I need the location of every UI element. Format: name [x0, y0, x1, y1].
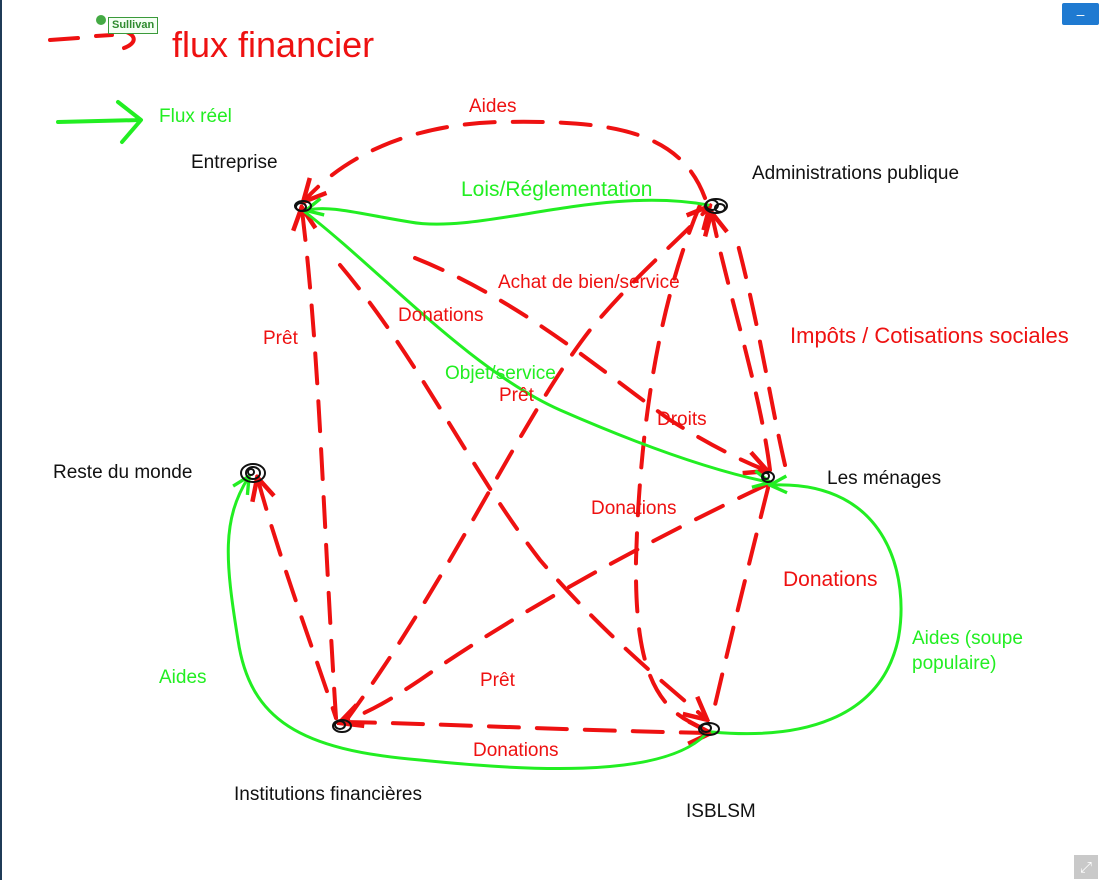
- annotation-author-dot: [96, 15, 106, 25]
- label-donations-2: Donations: [591, 498, 677, 519]
- flow-pret-bottom: [342, 483, 768, 722]
- legend-real-label: Flux réel: [159, 106, 232, 127]
- flow-aides-soupe: [710, 485, 903, 736]
- node-entreprise-dot: [294, 200, 312, 212]
- flow-pret-reste-institutions: [258, 480, 338, 720]
- node-institutions-dot: [332, 719, 352, 733]
- label-droits: Droits: [657, 409, 707, 430]
- node-reste-du-monde-label: Reste du monde: [53, 462, 192, 483]
- label-lois: Lois/Réglementation: [461, 178, 652, 201]
- label-donations-1: Donations: [398, 305, 484, 326]
- flow-impots-menages: [712, 215, 772, 472]
- flow-pret-left: [302, 210, 338, 720]
- label-donations-bottom: Donations: [473, 740, 559, 761]
- label-achat: Achat de bien/service: [498, 272, 680, 293]
- fullscreen-icon[interactable]: ⤢: [1074, 855, 1098, 879]
- label-pret-bottom: Prêt: [480, 670, 516, 691]
- collapse-button[interactable]: –: [1062, 3, 1099, 25]
- flow-lois: [308, 200, 710, 226]
- node-menages-label: Les ménages: [827, 468, 941, 489]
- legend-real-arrow: [56, 100, 143, 144]
- flow-donations-menages-isblsm: [710, 486, 770, 720]
- label-aides-top: Aides: [469, 96, 517, 117]
- label-aides-soupe-line2: populaire): [912, 653, 997, 674]
- label-pret-left: Prêt: [263, 328, 299, 349]
- flow-impots-cotisations: [736, 243, 787, 467]
- legend: flux financier Flux réel: [48, 24, 374, 144]
- flow-aides-left: [226, 478, 707, 771]
- node-administrations-dot: [704, 198, 728, 214]
- flow-droits: [413, 256, 765, 470]
- flow-aides-top: [305, 119, 707, 200]
- node-entreprise-label: Entreprise: [191, 152, 278, 173]
- flow-achat: [343, 208, 708, 724]
- label-pret-center: Prêt: [499, 385, 535, 406]
- legend-financial-label: flux financier: [172, 24, 374, 65]
- node-administrations-label: Administrations publique: [752, 163, 959, 184]
- node-isblsm-dot: [698, 722, 720, 736]
- label-impots: Impôts / Cotisations sociales: [790, 323, 1069, 348]
- node-reste-du-monde-dot: [240, 463, 266, 483]
- node-institutions-label: Institutions financières: [234, 784, 422, 805]
- label-objet-service: Objet/service: [445, 363, 556, 384]
- flow-donations-middle: [633, 203, 702, 724]
- flow-donations-bottom: [343, 722, 708, 733]
- annotation-author-tag[interactable]: Sullivan: [108, 17, 159, 34]
- node-isblsm-label: ISBLSM: [686, 801, 756, 822]
- window-left-border: [0, 0, 2, 880]
- node-menages-dot: [761, 471, 775, 483]
- label-aides-left: Aides: [159, 667, 207, 688]
- label-donations-3: Donations: [783, 568, 878, 591]
- label-aides-soupe-line1: Aides (soupe: [912, 628, 1023, 649]
- flow-objet-service: [303, 210, 768, 482]
- flow-donations-entreprise-isblsm: [338, 263, 705, 718]
